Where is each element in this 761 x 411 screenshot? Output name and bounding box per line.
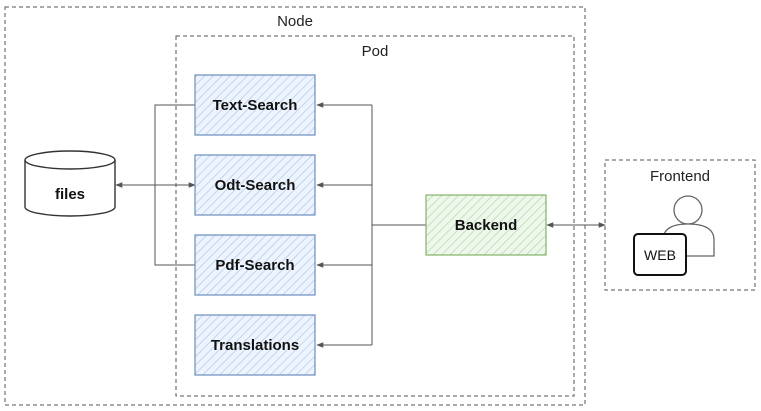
pod-label: Pod <box>362 43 389 60</box>
service-translations: Translations <box>194 314 316 376</box>
node-frame: Node <box>4 6 586 406</box>
files-storage: files <box>24 150 116 217</box>
backend-connectors <box>316 102 426 348</box>
service-text-search: Text-Search <box>194 74 316 136</box>
pod-frame: Pod <box>175 35 575 397</box>
frontend-label: Frontend <box>650 168 710 185</box>
files-connectors <box>115 104 196 266</box>
service-label: Odt-Search <box>215 177 296 194</box>
service-pdf-search: Pdf-Search <box>194 234 316 296</box>
web-label: WEB <box>644 247 676 263</box>
node-label: Node <box>277 13 313 30</box>
frontend-frame: Frontend <box>604 159 756 291</box>
web-client-box: WEB <box>633 233 687 276</box>
service-label: Translations <box>211 337 299 354</box>
service-label: Pdf-Search <box>215 257 294 274</box>
service-odt-search: Odt-Search <box>194 154 316 216</box>
files-label: files <box>55 186 85 203</box>
service-label: Text-Search <box>213 97 298 114</box>
backend-label: Backend <box>455 217 518 234</box>
backend-box: Backend <box>425 194 547 256</box>
